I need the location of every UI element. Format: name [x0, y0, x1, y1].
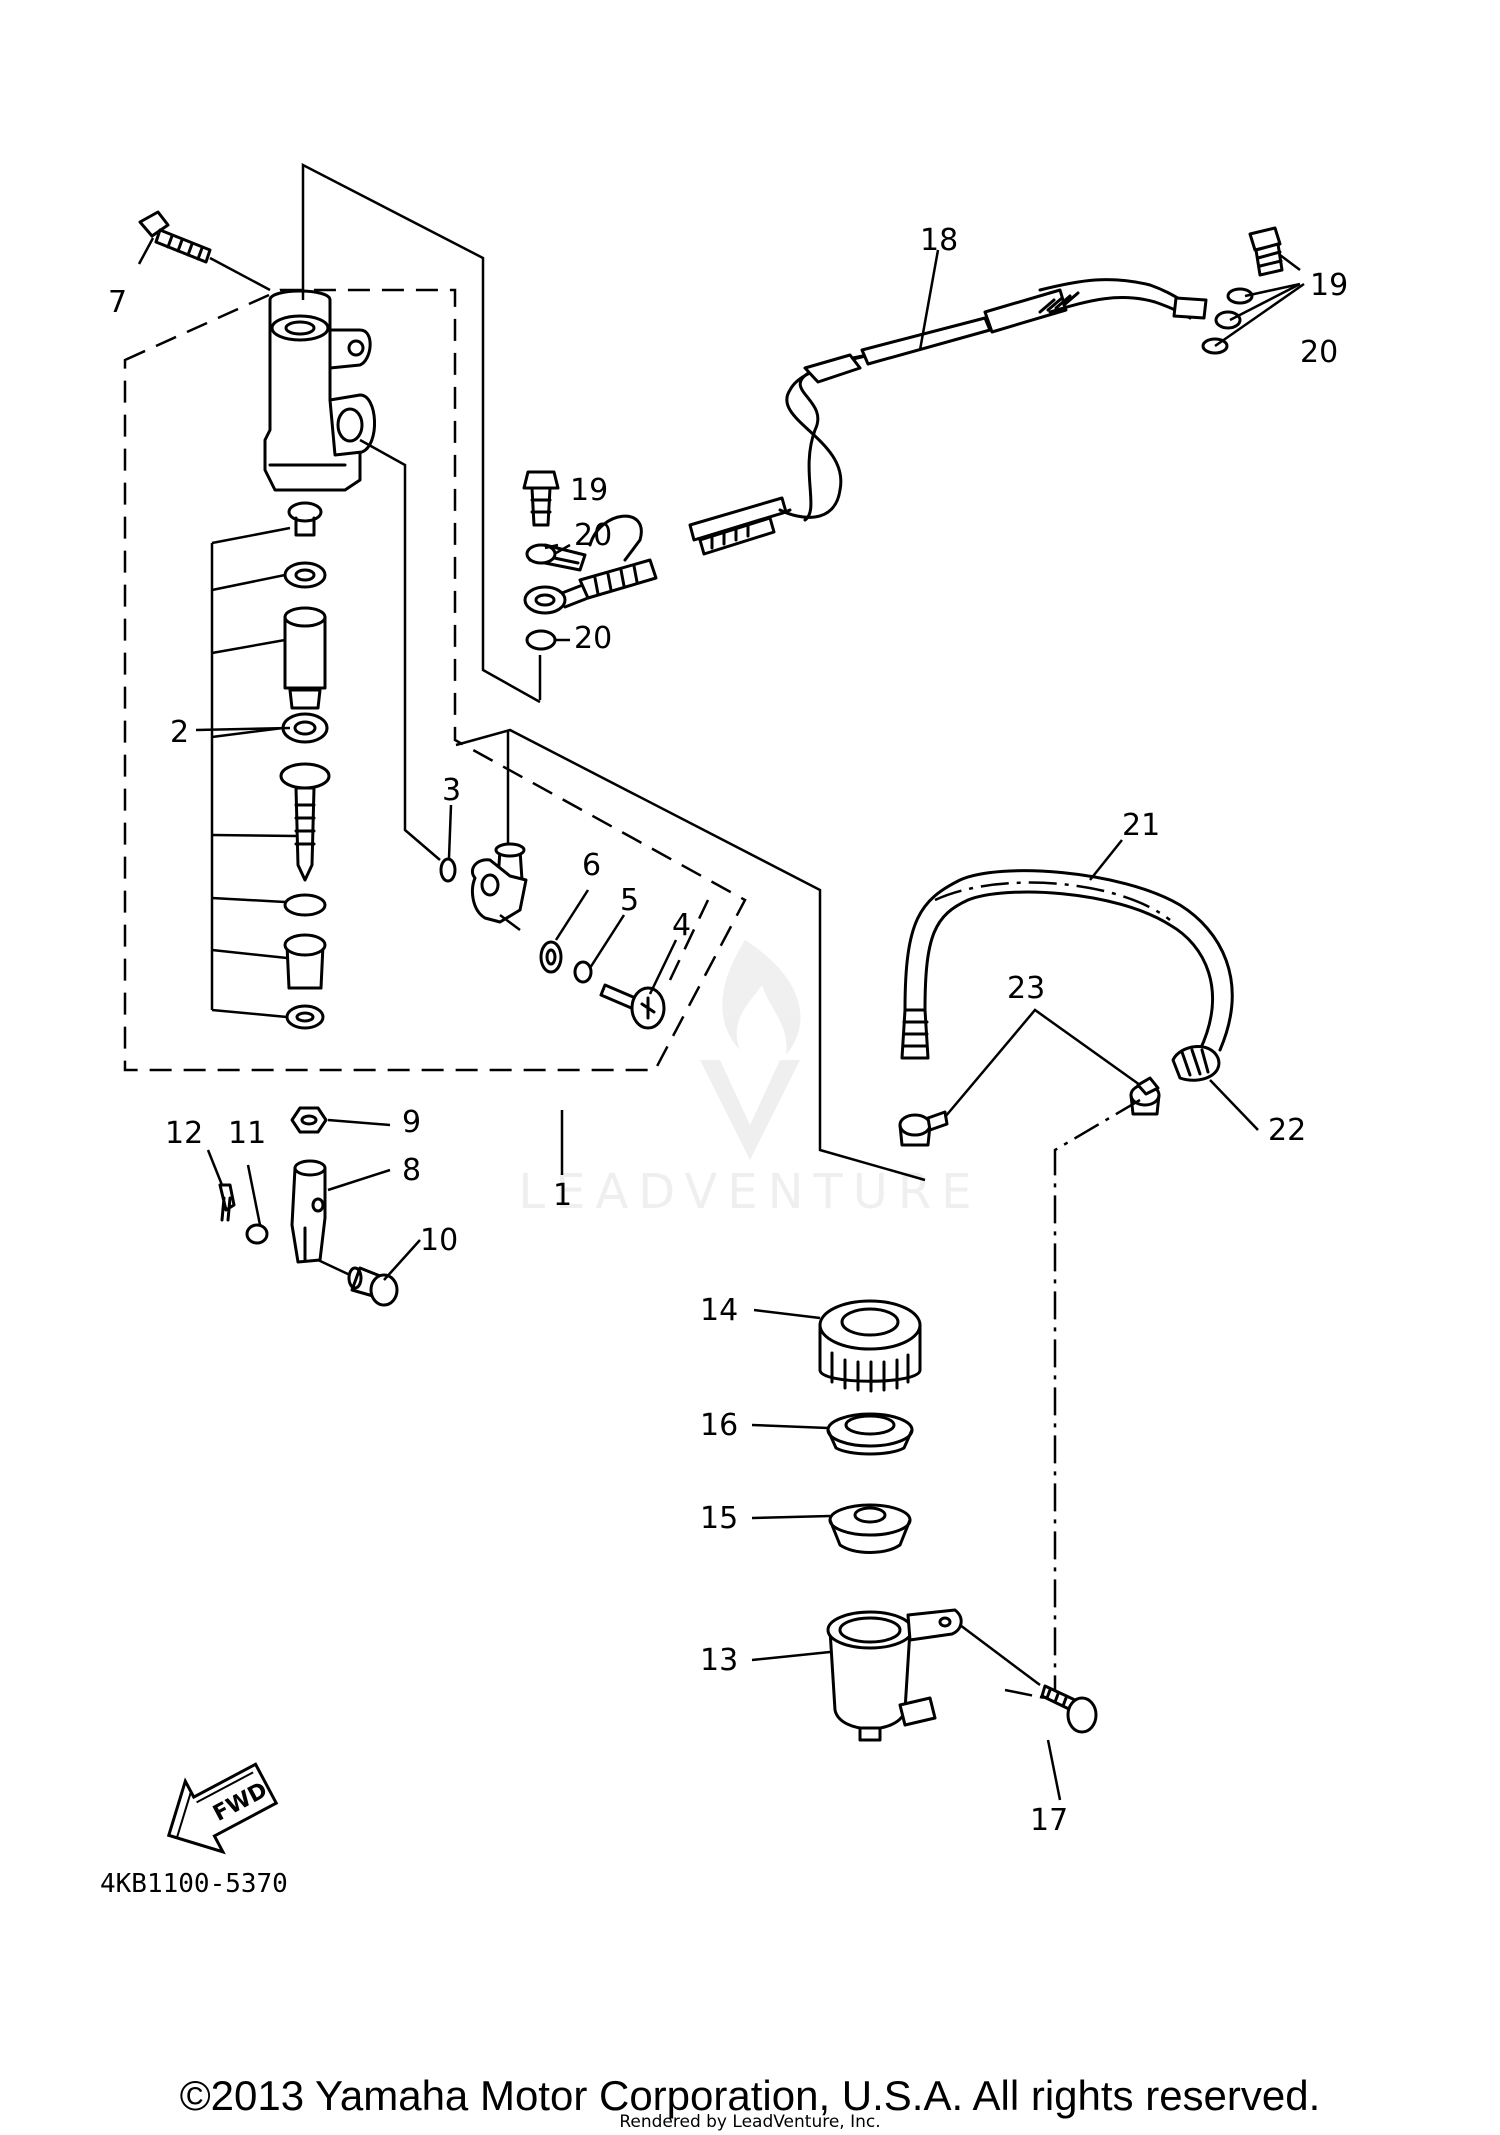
part-10-pin [347, 1266, 399, 1307]
part-23-clamp-left [898, 1110, 949, 1147]
watermark: LEADVENTURE [518, 940, 981, 1220]
label-part-13: 13 [700, 1643, 738, 1678]
label-part-1: 1 [553, 1178, 572, 1213]
assembly-outline [123, 288, 747, 1072]
part-labels: 1 2 3 4 5 6 7 8 9 10 11 12 13 14 15 16 1… [108, 223, 1348, 1838]
label-part-21: 21 [1122, 808, 1160, 843]
leader-cylinder-port [359, 438, 441, 861]
label-part-20-low: 20 [574, 621, 612, 656]
part-15-diaphragm [828, 1503, 912, 1554]
label-part-15: 15 [700, 1501, 738, 1536]
hose-end-banjo-left [523, 558, 658, 615]
part-spring-seat [287, 501, 323, 537]
watermark-flame-icon [722, 940, 801, 1055]
master-cylinder-body [263, 289, 376, 492]
piston-kit-parts [279, 501, 331, 1030]
watermark-v-icon [700, 1060, 800, 1160]
part-20-washer-b [525, 629, 557, 651]
label-leaders [137, 237, 1305, 1801]
part-hose-joint [470, 730, 528, 931]
label-part-17: 17 [1030, 1803, 1068, 1838]
label-part-22: 22 [1268, 1113, 1306, 1148]
part-9-nut [290, 1106, 328, 1134]
copyright-text: ©2013 Yamaha Motor Corporation, U.S.A. A… [179, 2072, 1321, 2119]
drawing-code: 4KB1100-5370 [100, 1869, 288, 1899]
part-4-screw [599, 983, 666, 1030]
part-17-screw [1040, 1684, 1098, 1734]
leader-clamp-to-reservoir [1004, 1098, 1141, 1702]
label-part-18: 18 [920, 223, 958, 258]
label-part-9: 9 [402, 1105, 421, 1140]
part-11-washer [245, 1223, 269, 1245]
label-part-5: 5 [620, 883, 639, 918]
part-14-reservoir-cap [818, 1299, 922, 1393]
footer: ©2013 Yamaha Motor Corporation, U.S.A. A… [0, 2060, 1500, 2135]
label-part-11: 11 [228, 1116, 266, 1151]
leader-screw [668, 899, 710, 981]
label-part-4: 4 [672, 908, 691, 943]
part-circlip [283, 893, 327, 917]
label-part-14: 14 [700, 1293, 738, 1328]
part-20-washer-c [1226, 287, 1254, 305]
part-3-oring [439, 857, 457, 883]
part-21-reservoir-hose [900, 869, 1234, 1082]
leader-cylinder-to-hose [455, 728, 926, 1182]
leader-23 [944, 1008, 1141, 1118]
label-part-2: 2 [170, 715, 189, 750]
label-part-6: 6 [582, 848, 601, 883]
part-8-clevis [290, 1159, 327, 1264]
leader-bolt-7 [209, 256, 271, 292]
label-part-19-left: 19 [570, 473, 608, 508]
part-13-reservoir [826, 1608, 963, 1742]
part-nut-lower [285, 1004, 325, 1030]
part-19-bolt-left [522, 470, 560, 527]
label-part-23: 23 [1007, 971, 1045, 1006]
part-23-clamp-right [1129, 1076, 1161, 1116]
part-18-brake-hose [528, 278, 1208, 572]
hose-outline-dashdot [934, 881, 1171, 921]
part-push-rod [279, 762, 331, 882]
label-part-10: 10 [420, 1223, 458, 1258]
leader-cylinder-to-washer [301, 162, 541, 704]
part-19-bolt-right [1248, 226, 1284, 277]
piston-kit-bracket [210, 526, 297, 1019]
label-part-16: 16 [700, 1408, 738, 1443]
label-part-19-right: 19 [1310, 268, 1348, 303]
label-part-12: 12 [165, 1116, 203, 1151]
part-20-washer-a [525, 543, 557, 565]
label-part-7: 7 [108, 285, 127, 320]
label-part-20-right: 20 [1300, 335, 1338, 370]
rendered-by-text: Rendered by LeadVenture, Inc. [619, 2112, 881, 2132]
label-part-8: 8 [402, 1153, 421, 1188]
part-20-washer-d [1214, 310, 1242, 330]
part-piston [283, 606, 327, 710]
part-5-oring [573, 960, 593, 984]
watermark-text: LEADVENTURE [518, 1164, 981, 1220]
part-seal-a [283, 561, 327, 589]
part-12-cotter-pin [218, 1183, 236, 1222]
part-6-washer [539, 940, 563, 974]
label-part-3: 3 [442, 773, 461, 808]
part-7-bolt [138, 210, 212, 264]
fwd-arrow-icon: FWD [166, 1762, 279, 1855]
label-part-20-mid: 20 [574, 518, 612, 553]
part-16-diaphragm-plate [826, 1412, 914, 1456]
part-boot [283, 933, 327, 990]
